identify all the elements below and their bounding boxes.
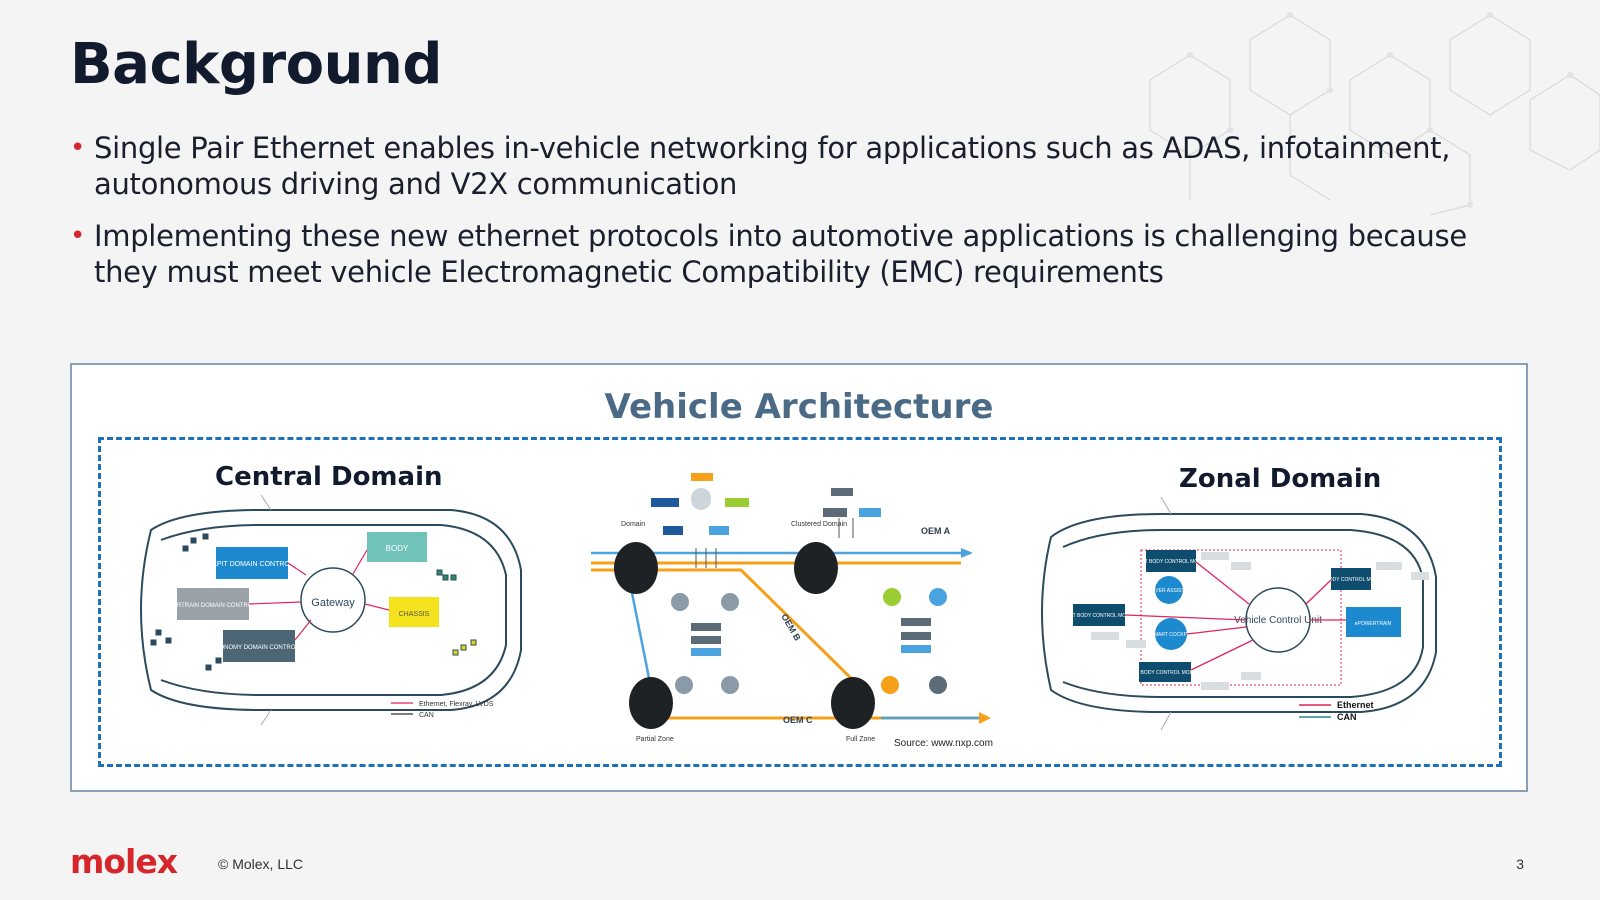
slide-title: Background — [70, 32, 442, 97]
zonal-tail-bcm-label: TAIL BODY CONTROL MODULE — [1314, 577, 1389, 583]
dashed-frame: Central Domain Zonal Domain COCKPIT DOMA… — [98, 437, 1502, 767]
zonal-epowertrain-label: ePOWERTRAIN — [1355, 621, 1392, 627]
page-number: 3 — [1516, 856, 1524, 872]
partial-zone-label: Partial Zone — [636, 736, 674, 743]
chassis-module-label: CHASSIS — [399, 611, 430, 618]
decorative-hex-pattern — [1149, 12, 1600, 215]
cockpit-module-label: COCKPIT DOMAIN CONTROLLER — [197, 561, 308, 568]
zonal-adas-label: ADVANCED DRIVER ASSISTANCE SYSTEM — [1118, 588, 1220, 594]
vcu-label: Vehicle Control Unit — [1234, 615, 1322, 626]
figure-title: Vehicle Architecture — [604, 387, 994, 427]
bullet-text: Single Pair Ethernet enables in-vehicle … — [94, 131, 1451, 201]
zonal-legend-ethernet: Ethernet — [1337, 700, 1374, 710]
central-modules: COCKPIT DOMAIN CONTROLLER POWERTRAIN DOM… — [159, 532, 439, 662]
domain-stage-label: Domain — [621, 521, 645, 528]
clustered-domain-label: Clustered Domain — [791, 521, 847, 528]
zonal-smart-cockpit-label: SMART COCKPIT — [1151, 632, 1192, 638]
oem-evolution-diagram: Domain Clustered Domain Partial Zone Ful… — [591, 473, 993, 748]
zonal-front-bcm2-label: FRONT BODY CONTROL MODULE — [1058, 613, 1140, 619]
zonal-left-bcm-label: LEFT BODY CONTROL MODULE — [1127, 670, 1204, 676]
vehicle-architecture-figure: Vehicle Architecture Central Domain Zona… — [70, 363, 1528, 792]
bullet-item: • Implementing these new ethernet protoc… — [70, 218, 1530, 290]
zonal-domain-label: Zonal Domain — [1179, 464, 1382, 494]
body-module-label: BODY — [386, 544, 409, 553]
central-legend-ethernet: Ethernet, Flexray, LVDS — [419, 701, 494, 708]
central-domain-diagram: COCKPIT DOMAIN CONTROLLER POWERTRAIN DOM… — [140, 494, 522, 726]
zonal-domain-diagram: FRONT BODY CONTROL MODULE ADVANCED DRIVE… — [1041, 496, 1437, 731]
full-zone-label: Full Zone — [846, 736, 875, 743]
copyright-text: © Molex, LLC — [218, 856, 304, 872]
powertrain-module-label: POWERTRAIN DOMAIN CONTROLLER — [159, 603, 269, 609]
bullet-text: Implementing these new ethernet protocol… — [94, 219, 1467, 289]
autonomy-module-label: AUTONOMY DOMAIN CONTROLLER — [208, 645, 311, 651]
source-note: Source: www.nxp.com — [894, 738, 993, 748]
gateway-label: Gateway — [311, 597, 355, 609]
bullet-item: • Single Pair Ethernet enables in-vehicl… — [70, 130, 1530, 202]
molex-logo: molex — [70, 842, 178, 881]
zonal-front-bcm-label: FRONT BODY CONTROL MODULE — [1130, 559, 1212, 565]
bullet-icon: • — [70, 221, 86, 251]
bullet-list: • Single Pair Ethernet enables in-vehicl… — [70, 130, 1530, 306]
central-domain-label: Central Domain — [215, 462, 443, 492]
oem-a-label: OEM A — [921, 526, 951, 536]
oem-c-label: OEM C — [783, 715, 813, 725]
gateway-node — [300, 567, 366, 633]
central-legend-can: CAN — [419, 712, 434, 719]
bullet-icon: • — [70, 133, 86, 163]
zonal-legend-can: CAN — [1337, 712, 1357, 722]
